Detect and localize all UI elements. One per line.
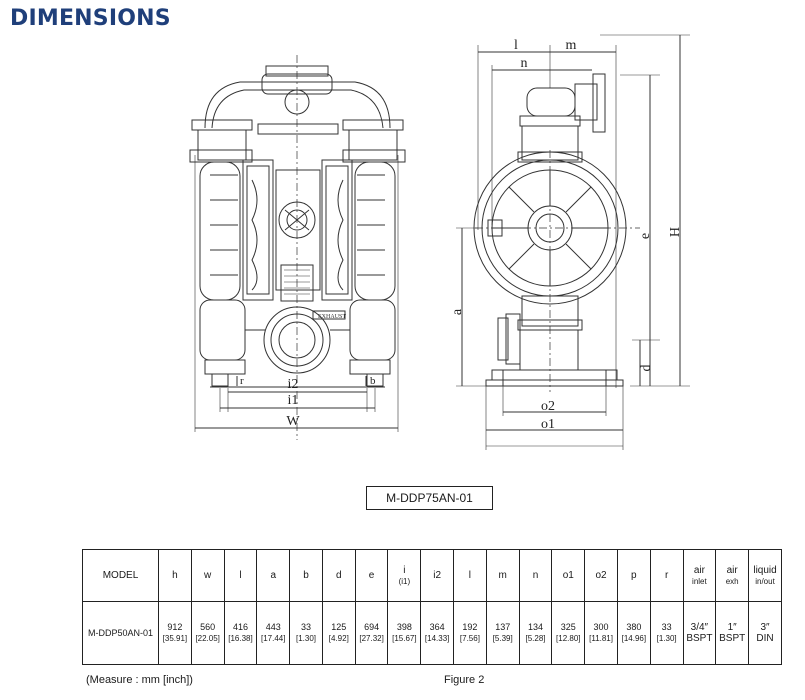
header-cell: p (616, 549, 651, 602)
header-cell: e (354, 549, 389, 602)
header-cell: i(i1) (387, 549, 422, 602)
value-cell: 398[15.67] (387, 601, 422, 665)
header-cell: b (289, 549, 323, 602)
value-cell: 560[22.05] (190, 601, 225, 665)
dim-label-i2: i2 (288, 377, 299, 392)
header-cell: l (453, 549, 487, 602)
dim-label-i1: i1 (288, 393, 299, 408)
dim-label-o1: o1 (541, 417, 555, 432)
dim-label-l: l (514, 38, 518, 53)
dim-label-h: H (668, 227, 683, 237)
value-cell: 694[27.32] (354, 601, 389, 665)
dim-label-o2: o2 (541, 399, 555, 414)
value-cell: 416[16.38] (223, 601, 258, 665)
front-view: EXHAUST (189, 55, 406, 440)
header-cell: a (256, 549, 291, 602)
side-view (456, 34, 690, 450)
measure-note: (Measure : mm [inch]) (86, 674, 193, 686)
dim-label-m: m (566, 38, 577, 53)
value-cell: 364[14.33] (420, 601, 455, 665)
header-cell: o1 (551, 549, 586, 602)
value-cell: 300[11.81] (584, 601, 618, 665)
header-cell: r (649, 549, 684, 602)
value-cell: 33[1.30] (649, 601, 684, 665)
figure-caption: Figure 2 (444, 674, 485, 686)
dim-label-a: a (450, 308, 465, 315)
value-cell: 192[7.56] (453, 601, 487, 665)
table-row: M-DDP50AN-01 912[35.91] 560[22.05] 416[1… (82, 601, 782, 665)
pump-drawing: EXHAUST i2 i1 W r b (189, 34, 690, 450)
header-cell: MODEL (82, 549, 159, 602)
page-title: DIMENSIONS (10, 6, 171, 31)
value-cell: 125[4.92] (321, 601, 356, 665)
header-cell: o2 (584, 549, 618, 602)
value-cell: 325[12.80] (551, 601, 586, 665)
value-cell: 3″DIN (748, 601, 782, 665)
model-label-box: M-DDP75AN-01 (366, 486, 493, 510)
value-cell: 912[35.91] (158, 601, 192, 665)
header-cell: l (223, 549, 258, 602)
header-cell: w (190, 549, 225, 602)
header-cell: h (158, 549, 192, 602)
dim-label-w: W (286, 414, 300, 429)
header-cell: d (321, 549, 356, 602)
dim-label-b: b (370, 375, 376, 387)
model-cell: M-DDP50AN-01 (82, 601, 159, 665)
header-cell: i2 (420, 549, 455, 602)
value-cell: 33[1.30] (289, 601, 323, 665)
table-header-row: MODEL h w l a b d e i(i1) i2 l m n o1 o2… (82, 549, 782, 602)
value-cell: 443[17.44] (256, 601, 291, 665)
dim-label-n: n (521, 56, 528, 71)
header-cell: n (518, 549, 553, 602)
dimension-table: MODEL h w l a b d e i(i1) i2 l m n o1 o2… (82, 549, 782, 665)
dim-label-d: d (639, 365, 654, 372)
value-cell: 3/4″BSPT (682, 601, 717, 665)
dim-label-r: r (240, 375, 244, 387)
value-cell: 1″BSPT (715, 601, 750, 665)
svg-text:EXHAUST: EXHAUST (318, 314, 346, 320)
dim-label-e: e (638, 233, 653, 239)
value-cell: 380[14.96] (616, 601, 651, 665)
header-cell: m (485, 549, 520, 602)
value-cell: 134[5.28] (518, 601, 553, 665)
value-cell: 137[5.39] (485, 601, 520, 665)
